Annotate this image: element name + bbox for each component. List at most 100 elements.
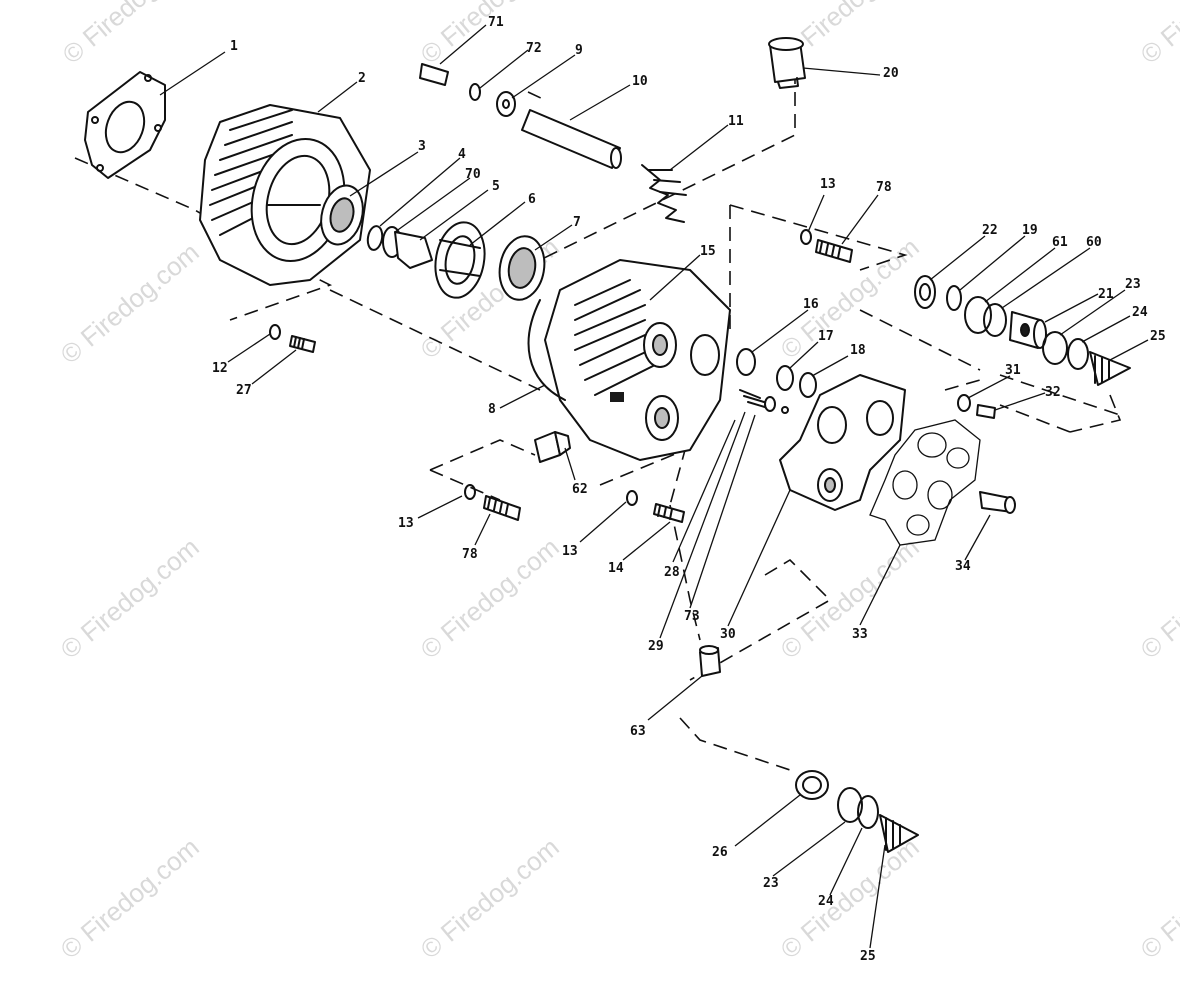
callout-30: 30 [720, 627, 736, 642]
part-ring-24 [1067, 338, 1089, 370]
part-valve-plate-30 [779, 374, 906, 511]
callout-17: 17 [818, 329, 834, 344]
part-plug-34 [979, 491, 1016, 514]
callout-24: 24 [1132, 305, 1148, 320]
watermark: © Firedog.com [415, 0, 565, 70]
callout-18: 18 [850, 343, 866, 358]
part-gear-5 [434, 221, 486, 299]
part-gasket [84, 71, 166, 179]
part-ring-23 [1042, 331, 1068, 365]
part-ring-17 [776, 365, 794, 391]
watermark: © Firedog.com [55, 532, 205, 665]
callout-21: 21 [1098, 287, 1114, 302]
part-spring-11 [641, 164, 687, 223]
callout-4: 4 [458, 147, 466, 162]
callout-24: 24 [818, 894, 834, 909]
callout-13: 13 [562, 544, 578, 559]
part-bolt-78-upper [815, 239, 853, 263]
part-washer-12 [269, 324, 281, 340]
part-bolt-78-lower [483, 495, 521, 521]
part-valve-21 [1009, 311, 1047, 349]
part-nut-3 [394, 231, 433, 269]
part-nipple-63 [699, 645, 721, 677]
callout-labels: 1 2 3 4 70 5 6 7 8 9 10 11 12 13 13 13 1… [212, 15, 1166, 964]
watermark: © Firedog.com [415, 832, 565, 965]
callout-72: 72 [526, 41, 542, 56]
callout-3: 3 [418, 139, 426, 154]
watermark: © Firedog.com [1135, 832, 1180, 965]
callout-29: 29 [648, 639, 664, 654]
callout-2: 2 [358, 71, 366, 86]
part-small-spring [739, 389, 789, 414]
callout-19: 19 [1022, 223, 1038, 238]
callout-11: 11 [728, 114, 744, 129]
part-washer-13-lower [464, 484, 476, 500]
watermark: © Firedog.com [1135, 532, 1180, 665]
part-clip-72 [469, 83, 481, 101]
callout-71: 71 [488, 15, 504, 30]
watermark: © Firedog.com [1135, 0, 1180, 70]
callout-10: 10 [632, 74, 648, 89]
callout-60: 60 [1086, 235, 1102, 250]
callout-62: 62 [572, 482, 588, 497]
callout-63: 63 [630, 724, 646, 739]
callout-15: 15 [700, 244, 716, 259]
callout-14: 14 [608, 561, 624, 576]
part-pump-body [527, 259, 731, 461]
callout-73: 73 [684, 609, 700, 624]
part-washer-13-upper [800, 229, 812, 245]
callout-13: 13 [398, 516, 414, 531]
part-ring-19 [946, 285, 962, 311]
part-bearing-6 [498, 235, 546, 301]
leader-lines [159, 24, 1149, 949]
callout-23: 23 [763, 876, 779, 891]
part-ring-18 [799, 372, 817, 398]
callout-78: 78 [462, 547, 478, 562]
watermark: © Firedog.com [415, 532, 565, 665]
watermark: © Firedog.com [55, 237, 205, 370]
watermark: © Firedog.com [57, 0, 207, 70]
callout-26: 26 [712, 845, 728, 860]
callout-31: 31 [1005, 363, 1021, 378]
callout-23: 23 [1125, 277, 1141, 292]
part-cone-25 [1089, 351, 1131, 386]
callout-7: 7 [573, 215, 581, 230]
part-pin-10 [521, 109, 622, 169]
callout-78: 78 [876, 180, 892, 195]
part-cap-22 [914, 275, 936, 309]
part-bolt-14 [653, 503, 685, 523]
part-ring-16 [736, 348, 756, 376]
callout-33: 33 [852, 627, 868, 642]
watermark: © Firedog.com [775, 532, 925, 665]
callout-6: 6 [528, 192, 536, 207]
watermark: © Firedog.com [775, 832, 925, 965]
part-washer-31 [957, 394, 971, 412]
part-bolt-27 [289, 335, 316, 353]
callout-13: 13 [820, 177, 836, 192]
part-gasket-33 [869, 419, 981, 546]
callout-16: 16 [803, 297, 819, 312]
part-washer-13-mid [626, 490, 638, 506]
part-ring-61 [964, 296, 992, 334]
part-ring-60 [983, 303, 1007, 337]
callout-12: 12 [212, 361, 228, 376]
part-key-71 [419, 63, 449, 86]
callout-20: 20 [883, 66, 899, 81]
part-washer-9 [496, 91, 516, 117]
part-plug-62 [534, 431, 571, 463]
part-plug-32 [976, 404, 996, 419]
part-cone-25-lower [879, 814, 919, 853]
callout-28: 28 [664, 565, 680, 580]
part-cap-20 [768, 37, 806, 89]
callout-9: 9 [575, 43, 583, 58]
part-housing [199, 104, 371, 286]
callout-27: 27 [236, 383, 252, 398]
watermark: © Firedog.com [55, 832, 205, 965]
callout-25: 25 [860, 949, 876, 964]
part-ring-24-lower [857, 795, 879, 829]
callout-61: 61 [1052, 235, 1068, 250]
callout-25: 25 [1150, 329, 1166, 344]
part-ring-4 [366, 225, 384, 251]
